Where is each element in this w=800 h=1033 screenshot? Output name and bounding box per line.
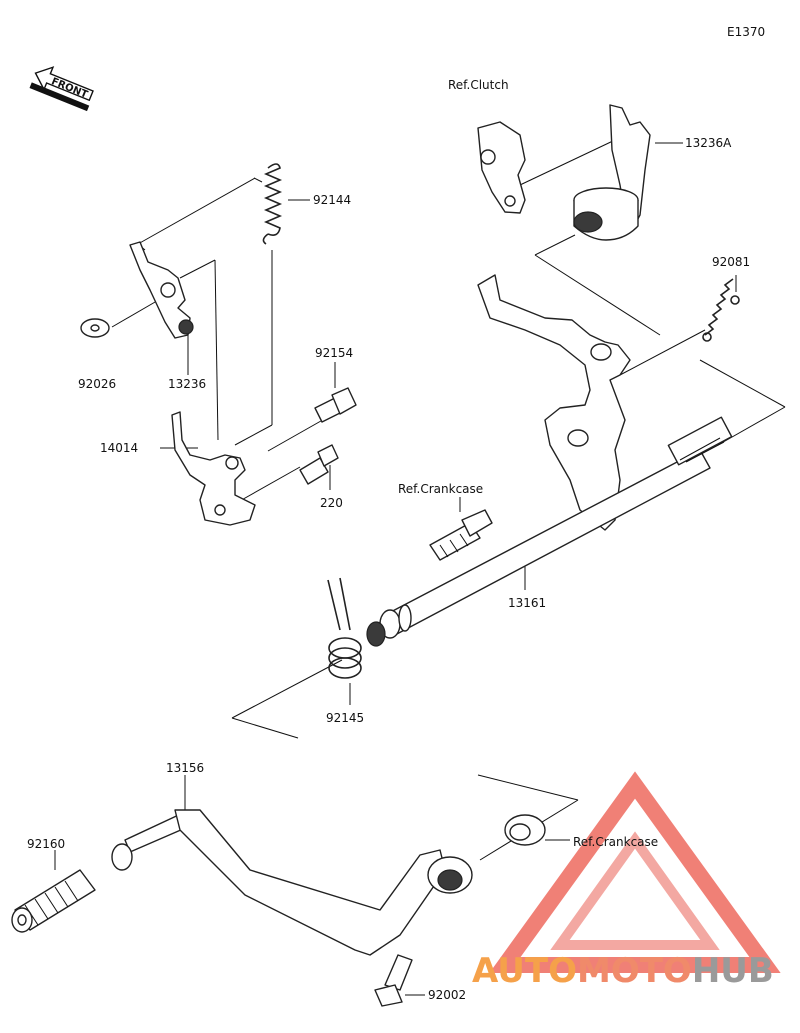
diagram-code: E1370 [727,25,765,39]
bolt-92002 [374,954,413,1007]
clutch-bracket [477,121,526,214]
front-arrow-icon: FRONT [29,66,94,112]
shift-pedal-13156 [111,809,473,956]
ref-crankcase-upper-label: Ref.Crankcase [398,482,483,496]
label-92160: 92160 [27,837,65,851]
label-220: 220 [320,496,343,510]
watermark-logo [489,771,781,973]
pedal-rubber-92160 [11,869,96,933]
washer-92026 [80,318,110,338]
lever-14014 [171,411,256,526]
part-13236-bracket [129,241,194,339]
spring-92145 [327,577,362,679]
part-13236A [573,104,651,241]
shift-shaft-13161 [366,416,733,647]
label-92002: 92002 [428,988,466,1002]
label-13161: 13161 [508,596,546,610]
label-14014: 14014 [100,441,138,455]
watermark-triangle-inner [550,831,720,950]
shift-arm-assembly [477,274,631,531]
label-92154: 92154 [315,346,353,360]
bolt-92154 [314,387,357,423]
label-92144: 92144 [313,193,351,207]
label-92026: 92026 [78,377,116,391]
label-13156: 13156 [166,761,204,775]
spring-92144 [262,163,283,245]
watermark-text-auto: AUTO [472,951,577,991]
leader-lines [54,139,786,996]
watermark-text: AUTOMOTOHUB [472,951,774,991]
watermark-triangle-outer [489,771,781,973]
label-92081: 92081 [712,255,750,269]
crankcase-dowel [429,509,493,561]
watermark-text-hub: HUB [692,951,774,991]
label-13236: 13236 [168,377,206,391]
ref-clutch-label: Ref.Clutch [448,78,509,92]
watermark-text-moto: MOTO [577,951,692,991]
ref-crankcase-lower-label: Ref.Crankcase [573,835,658,849]
pin-220 [299,444,339,485]
collar-ref-crankcase [504,814,546,846]
label-13236A: 13236A [685,136,732,150]
spring-92081 [702,278,740,342]
label-92145: 92145 [326,711,364,725]
